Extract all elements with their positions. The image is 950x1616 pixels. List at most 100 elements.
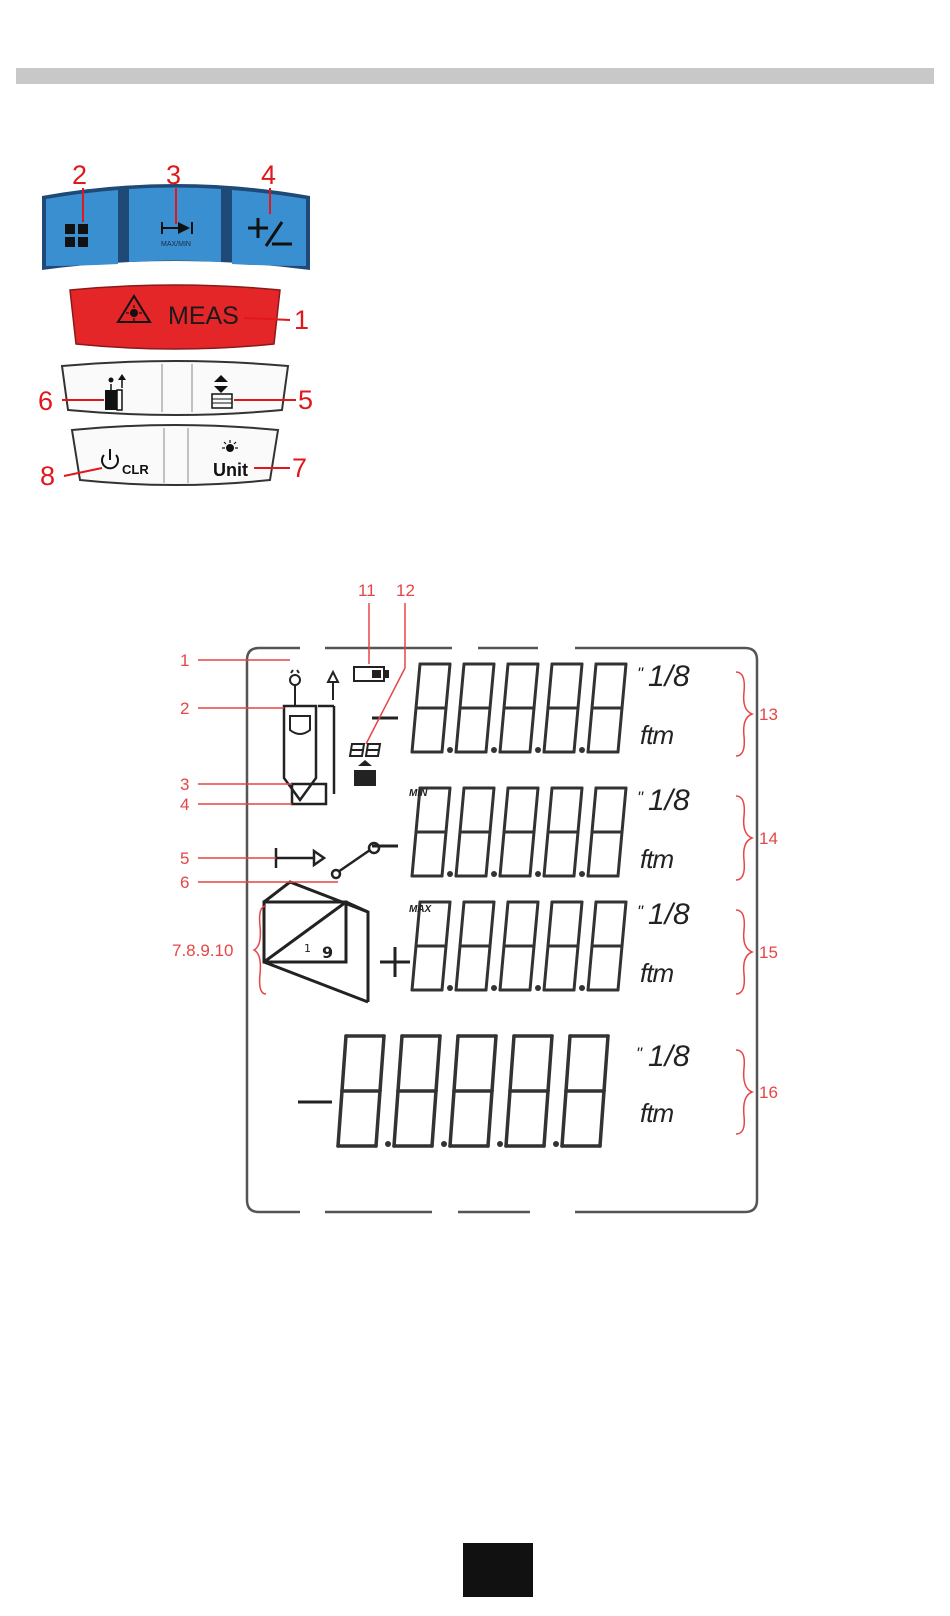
lcd-row1-digit1-segment [446, 664, 450, 708]
lcd-row1-digit5-segment [618, 708, 622, 752]
lcd-row2-digit4-segment [578, 788, 582, 832]
wrench-icon [332, 843, 379, 878]
lcd-row3-digit2-segment [456, 946, 460, 990]
lcd-row3-digit2-segment [460, 902, 464, 946]
lcd-row4-digit3-segment [488, 1091, 492, 1146]
page-number-box [463, 1543, 533, 1597]
battery-icon [354, 667, 388, 681]
callout-3: 3 [166, 162, 181, 189]
lcd-row2-digit3-segment [530, 832, 534, 876]
lcd-row4-digit4-segment [506, 1091, 510, 1146]
lcd-row1-decimal-dot-3 [535, 747, 541, 753]
lcd-row4-digit5-segment [566, 1036, 570, 1091]
device-outline-icon [284, 706, 334, 804]
lcd-row3-digit2-segment [490, 902, 494, 946]
lcd-row3-digit1-segment [446, 902, 450, 946]
row2-inch-unit: " [637, 788, 643, 808]
lcd-row1-decimal-dot-1 [447, 747, 453, 753]
lcd-row3-decimal-dot-1 [447, 985, 453, 991]
lcd-row1-digit2-segment [486, 708, 490, 752]
unit-button[interactable]: Unit [213, 460, 248, 481]
lcd-row4-digit1-segment [338, 1091, 342, 1146]
area-volume-icon [264, 882, 368, 1002]
lcd-row4-decimal-dot-1 [385, 1141, 391, 1147]
lcd-row3-digit3-segment [504, 902, 508, 946]
reference-button[interactable] [68, 362, 162, 414]
lcd-row3-digit1-segment [442, 946, 446, 990]
row4-inch-unit: " [636, 1044, 642, 1064]
lcd-callout-4: 4 [180, 796, 189, 813]
lcd-row3-digit3-segment [530, 946, 534, 990]
lcd-callout-1: 1 [180, 652, 189, 669]
lcd-row2-digit3-segment [500, 832, 504, 876]
lcd-row4-digit3-segment [454, 1036, 458, 1091]
lcd-row4-digit4-segment [510, 1036, 514, 1091]
lcd-row3-digit2-segment [486, 946, 490, 990]
lcd-row3-decimal-dot-4 [579, 985, 585, 991]
lcd-row1-digit3-segment [500, 708, 504, 752]
lcd-row1-digit1-segment [416, 664, 420, 708]
plus-minus-button[interactable] [232, 192, 306, 266]
row3-ftm-unit: ftm [640, 958, 673, 989]
front-reference-icon [290, 670, 300, 706]
lcd-diagram: 9 1 [0, 560, 950, 1220]
lcd-row2-digit3-segment [504, 788, 508, 832]
distance-maxmin-button[interactable] [129, 188, 221, 262]
lcd-row1-digit4-segment [578, 664, 582, 708]
lcd-row3-digit5-segment [592, 902, 596, 946]
lcd-row4-decimal-dot-4 [553, 1141, 559, 1147]
plus-sign-icon [380, 947, 410, 977]
lcd-row4-digit2-segment [398, 1036, 402, 1091]
lcd-row4-digit3-segment [492, 1036, 496, 1091]
row2-fraction-unit: 1/8 [648, 784, 690, 818]
callout-4: 4 [261, 162, 276, 189]
lcd-row1-digit4-segment [574, 708, 578, 752]
keypad-diagram: 1 2 3 4 5 6 7 8 MAX/MIN MEAS CLR Unit [0, 0, 950, 520]
lcd-row3-digit5-segment [622, 902, 626, 946]
callout-7: 7 [292, 455, 307, 482]
lcd-row4-digit4-segment [548, 1036, 552, 1091]
lcd-row2-decimal-dot-1 [447, 871, 453, 877]
meas-button[interactable]: MEAS [168, 302, 239, 331]
lcd-row3-digit4-segment [574, 946, 578, 990]
lcd-row3-digit4-segment [544, 946, 548, 990]
lcd-callout-3: 3 [180, 776, 189, 793]
lcd-callout-5: 5 [180, 850, 189, 867]
lcd-row2-digit4-segment [548, 788, 552, 832]
lcd-row1-digit4-segment [544, 708, 548, 752]
lcd-row3-digit3-segment [534, 902, 538, 946]
row1-fraction-unit: 1/8 [648, 660, 690, 694]
lcd-row2-decimal-dot-2 [491, 871, 497, 877]
lcd-row2-digit5-segment [588, 832, 592, 876]
area-function-button[interactable] [46, 192, 118, 266]
lcd-callout-12: 12 [396, 582, 415, 599]
lcd-row4-decimal-dot-2 [441, 1141, 447, 1147]
lcd-callout-2: 2 [180, 700, 189, 717]
lcd-row1-decimal-dot-4 [579, 747, 585, 753]
lcd-row4-digit1-segment [380, 1036, 384, 1091]
memory-button[interactable] [192, 362, 284, 414]
lcd-row2-digit2-segment [456, 832, 460, 876]
lcd-row1-digit2-segment [490, 664, 494, 708]
seven-segment-digits [338, 664, 626, 1147]
lcd-row2-digit1-segment [412, 832, 416, 876]
lcd-row1-digit3-segment [530, 708, 534, 752]
row1-ftm-unit: ftm [640, 720, 673, 751]
lcd-row2-digit2-segment [490, 788, 494, 832]
lcd-row2-digit4-segment [544, 832, 548, 876]
lcd-row3-decimal-dot-3 [535, 985, 541, 991]
lcd-row4-digit4-segment [544, 1091, 548, 1146]
distance-measure-icon [276, 848, 324, 868]
lcd-row1-digit2-segment [456, 708, 460, 752]
lcd-row4-digit5-segment [600, 1091, 604, 1146]
lcd-callout-14: 14 [759, 830, 778, 847]
angle-small: 1 [304, 942, 311, 955]
min-indicator: MIN [409, 788, 427, 799]
clr-button[interactable]: CLR [122, 462, 149, 477]
lcd-row4-digit2-segment [436, 1036, 440, 1091]
lcd-row1-decimal-dot-2 [491, 747, 497, 753]
lcd-row2-digit1-segment [442, 832, 446, 876]
lcd-row1-digit1-segment [412, 708, 416, 752]
lcd-row4-digit2-segment [394, 1091, 398, 1146]
lcd-row2-digit3-segment [534, 788, 538, 832]
